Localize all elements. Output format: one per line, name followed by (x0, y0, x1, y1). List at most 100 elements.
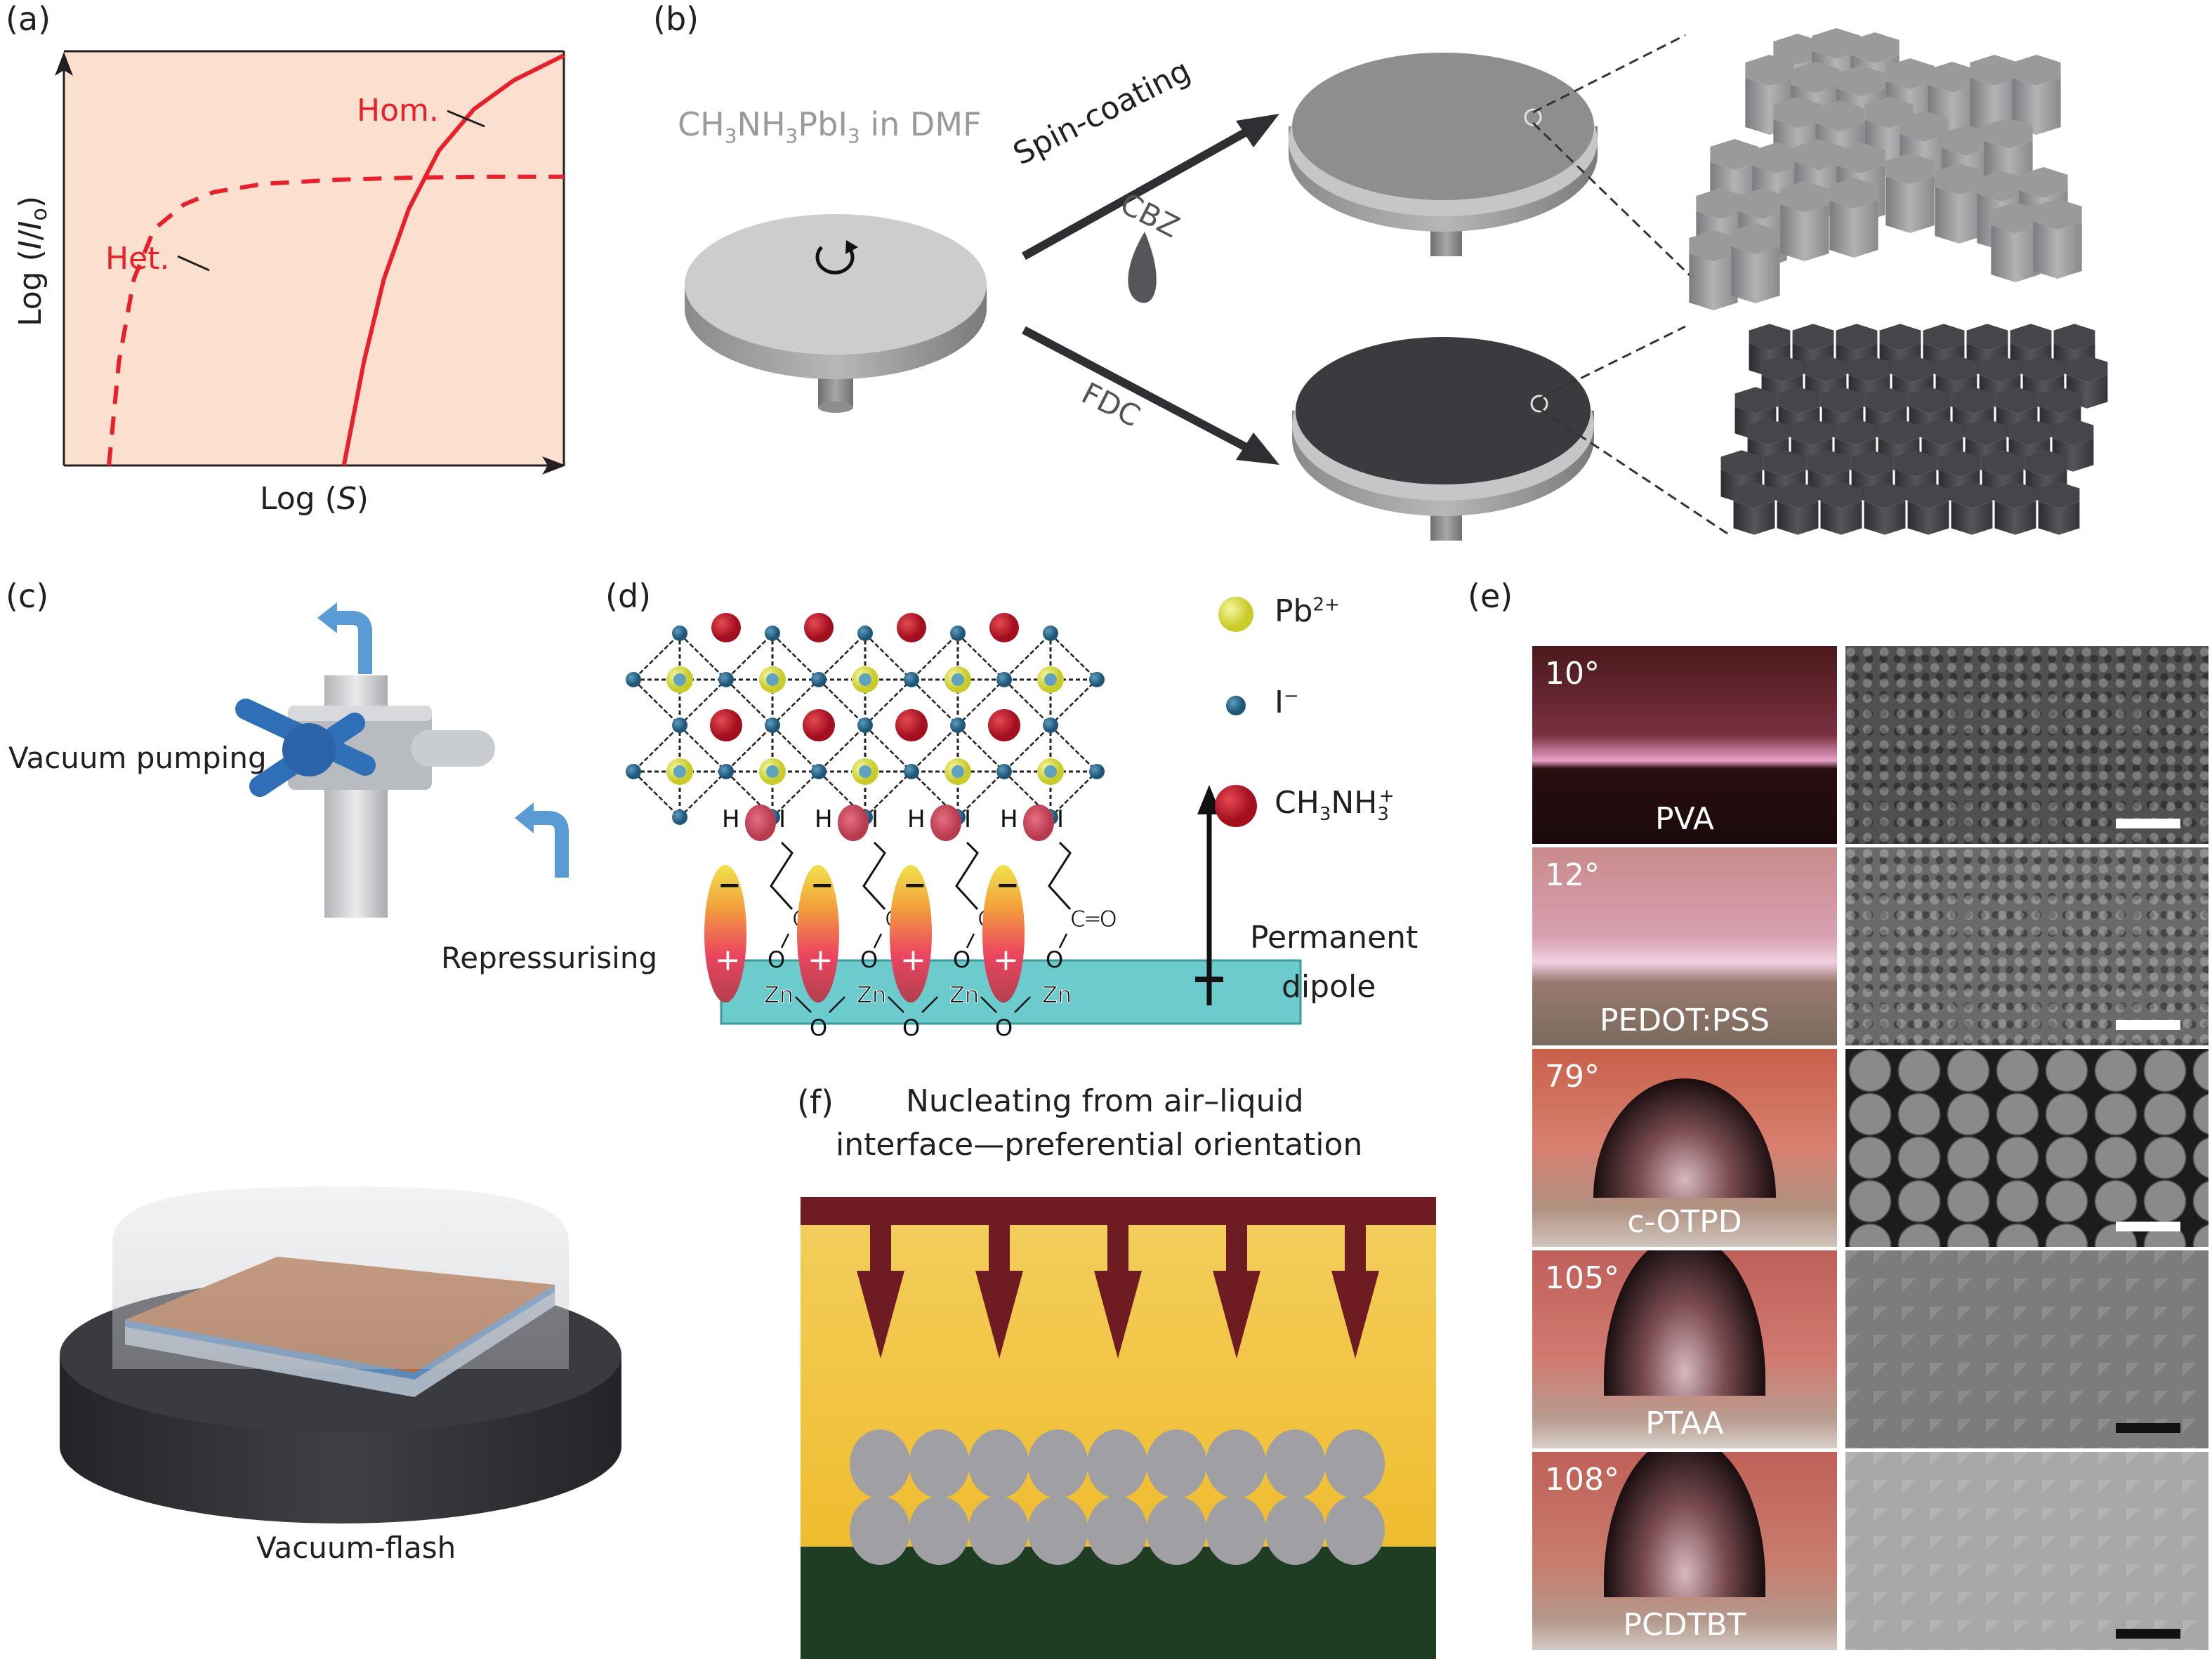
grain (1829, 185, 1878, 258)
nucleation-arrow (1107, 1222, 1128, 1278)
water-droplet (1604, 1452, 1765, 1597)
sub-3: 3 (847, 124, 860, 148)
grain-top (1965, 418, 2007, 445)
contact-angle-image: 108°PCDTBT (1532, 1452, 1837, 1650)
grain (1970, 62, 2019, 135)
dipole-oval (704, 865, 746, 1003)
ma-cation (988, 709, 1020, 741)
i-legend-label: I− (1275, 685, 1299, 720)
x-axis-label: Log (S) (260, 481, 369, 517)
i-ion (1043, 626, 1058, 641)
substrate-layer (801, 1547, 1436, 1659)
crystal-grain (850, 1429, 910, 1498)
zoom-line (1532, 34, 1686, 114)
grain-top (1885, 153, 1935, 184)
nucleation-arrow (1226, 1222, 1247, 1278)
water-droplet (1593, 1078, 1776, 1198)
i-ion (672, 626, 687, 641)
oxygen-label: O (1046, 946, 1063, 973)
water-droplet (1604, 1250, 1765, 1396)
grain-top (2039, 387, 2081, 414)
i-ion (950, 626, 966, 641)
crystal-grain (909, 1496, 970, 1565)
grain-top (1710, 139, 1759, 170)
grain-top (1778, 387, 1820, 414)
arrowhead (857, 1271, 904, 1359)
grain-top (1731, 223, 1780, 254)
pb-core (1044, 673, 1057, 686)
grain-top (1734, 387, 1777, 414)
scale-bar (2116, 1020, 2180, 1030)
crystal-grain (1206, 1429, 1266, 1498)
grain-top (1791, 418, 1833, 445)
substrate-material-label: PEDOT:PSS (1599, 1003, 1770, 1038)
antisolvent-drop-icon (1128, 232, 1157, 303)
nucleation-arrow (989, 1222, 1010, 1278)
substrate-material-label: PTAA (1645, 1406, 1724, 1441)
rotation-icon (815, 246, 855, 275)
alkyl-chain (862, 841, 886, 911)
contact-angle-value: 10° (1545, 656, 1600, 692)
series-het (107, 174, 564, 466)
grain-top (1777, 482, 1819, 508)
spin-coating-diagram (685, 28, 2108, 541)
grain-top (1966, 324, 2008, 350)
grain-top (1984, 118, 2033, 149)
grain-top (1745, 55, 1794, 86)
ma-sub: 3 (1319, 803, 1331, 825)
arrowhead (975, 1271, 1023, 1359)
grain-top (1822, 387, 1864, 414)
i-ion (996, 672, 1012, 687)
bond (1014, 996, 1031, 1013)
i-ion (811, 764, 827, 779)
sem-image (1845, 1250, 2208, 1448)
grain-top (1951, 482, 1993, 508)
grain-top (1864, 482, 1906, 508)
panel-c-label: (c) (6, 577, 49, 615)
grain-top (1938, 450, 1980, 477)
ma-cation (803, 709, 835, 741)
grain-top (2053, 324, 2095, 350)
grain-top (2008, 418, 2050, 445)
air-interface-bar (801, 1197, 1436, 1225)
grain-top (1752, 143, 1801, 173)
vacuum-flash-apparatus (60, 602, 621, 1523)
grain (1777, 488, 1819, 535)
grain-top (1805, 355, 1847, 382)
ma-ch: CH (1275, 785, 1319, 821)
grain-top (1761, 355, 1803, 382)
grain-top (2022, 355, 2065, 382)
x-axis-arrowhead (542, 456, 566, 475)
grain-top (1834, 418, 1876, 445)
chart-background (64, 51, 564, 465)
vacuum-pumping-label: Vacuum pumping (8, 741, 267, 775)
hom-leader-line (447, 110, 485, 128)
ma-cation (804, 613, 834, 642)
pb-core (952, 673, 964, 686)
grain-top (1977, 171, 2026, 201)
grain-top (1689, 230, 1738, 261)
grain-top (1836, 65, 1885, 96)
grain-top (1923, 324, 1965, 350)
solution-label: CH3NH3PbI3 in DMF (678, 105, 981, 147)
i-ion (857, 718, 873, 733)
sem-image (1845, 646, 2208, 844)
i-ion (765, 626, 780, 641)
grain-top (1942, 125, 1991, 156)
i-legend-icon (1226, 696, 1246, 715)
plus-sign: + (993, 942, 1019, 978)
grain-top (1812, 28, 1861, 59)
grain-top (1829, 178, 1878, 209)
bond (921, 996, 938, 1013)
i-ion (718, 672, 734, 687)
pb-core (673, 673, 686, 686)
grain-top (1928, 62, 1977, 93)
oxygen-label: O (768, 946, 785, 973)
sem-image (1845, 1452, 2208, 1650)
grain-top (1851, 450, 1893, 477)
f-title-line2: interface—preferential orientation (836, 1127, 1363, 1163)
fdc-disc (1292, 337, 1594, 541)
grain-top (2012, 55, 2061, 86)
zinc-label: Zn (857, 981, 886, 1008)
grain-top (1892, 355, 1934, 382)
